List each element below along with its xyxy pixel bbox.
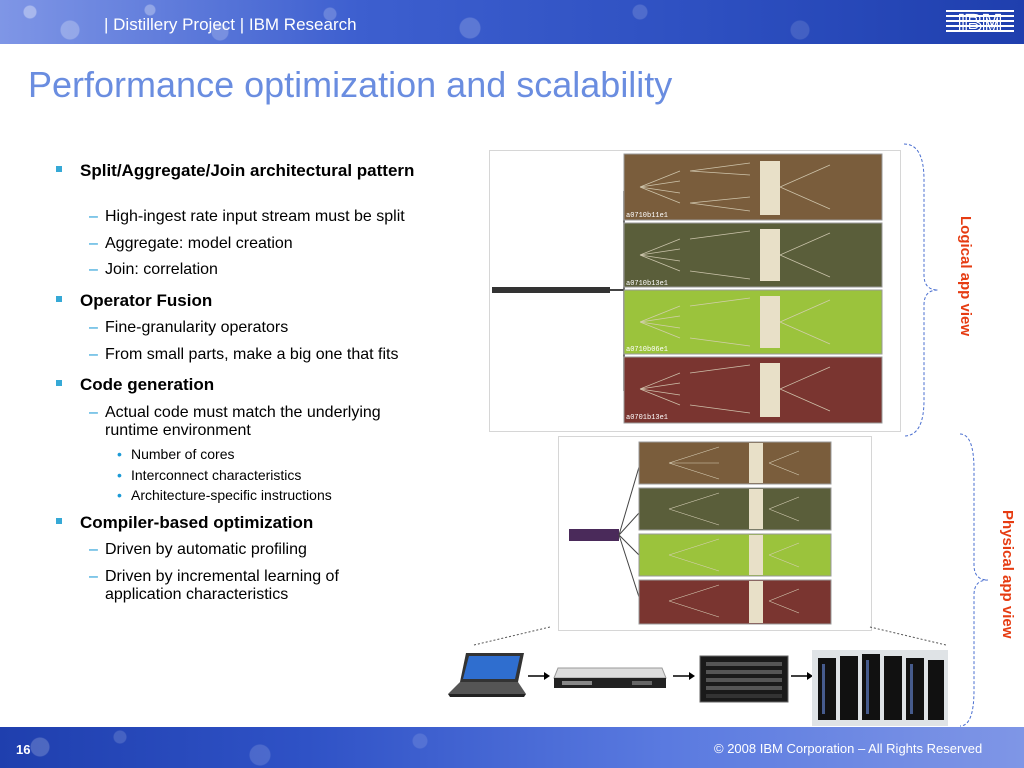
logical-app-view-label: Logical app view (957, 216, 974, 337)
physical-app-view-label: Physical app view (999, 510, 1016, 639)
svg-text:a0710b11e1: a0710b11e1 (626, 212, 668, 220)
bullet-compiler-optimization: Compiler-based optimization (56, 513, 440, 532)
svg-text:a0701b13e1: a0701b13e1 (626, 414, 668, 422)
bullet-split-aggregate-join: Split/Aggregate/Join architectural patte… (56, 161, 440, 180)
page-title: Performance optimization and scalability (28, 64, 673, 105)
physical-app-view-figure (558, 436, 872, 631)
header-bar (0, 0, 1024, 44)
header-title: | Distillery Project | IBM Research (104, 15, 357, 34)
sub-bullet: –Aggregate: model creation (89, 235, 293, 252)
sub-bullet: –High-ingest rate input stream must be s… (89, 208, 405, 225)
slide-number: 16 (16, 742, 31, 757)
blade-chassis-icon (699, 655, 789, 703)
footer-bar (0, 727, 1024, 768)
sub-bullet: –Driven by incremental learning of appli… (89, 568, 339, 603)
datacenter-icon (812, 650, 948, 726)
sub-bullet: –Join: correlation (89, 261, 218, 278)
svg-text:a0710b13e1: a0710b13e1 (626, 280, 668, 288)
bullet-code-generation: Code generation (56, 375, 440, 394)
rack-server-icon (553, 667, 667, 688)
perspective-lines (473, 626, 947, 646)
svg-text:a0710b06e1: a0710b06e1 (626, 346, 668, 354)
arrow-icon (673, 672, 695, 680)
svg-text:IBM: IBM (958, 10, 1002, 37)
sub-bullet: –Driven by automatic profiling (89, 541, 307, 558)
arrow-icon (791, 672, 813, 680)
copyright-text: © 2008 IBM Corporation – All Rights Rese… (714, 741, 983, 756)
arrow-icon (528, 672, 550, 680)
sub-bullet: –From small parts, make a big one that f… (89, 346, 399, 363)
logical-view-brace (903, 143, 939, 437)
sub-sub-bullet: •Architecture-specific instructions (117, 487, 332, 503)
sub-bullet: –Actual code must match the underlying r… (89, 404, 381, 439)
sub-bullet: –Fine-granularity operators (89, 319, 289, 336)
laptop-icon (448, 653, 526, 697)
sub-sub-bullet: •Number of cores (117, 446, 235, 462)
logical-app-view-figure: a0710b11e1 a0710b13e1 a0710b06e1 a0701b1… (489, 150, 901, 432)
physical-view-brace (959, 433, 989, 727)
sub-sub-bullet: •Interconnect characteristics (117, 467, 302, 483)
ibm-logo: IBM (946, 9, 1014, 38)
bullet-operator-fusion: Operator Fusion (56, 291, 440, 310)
